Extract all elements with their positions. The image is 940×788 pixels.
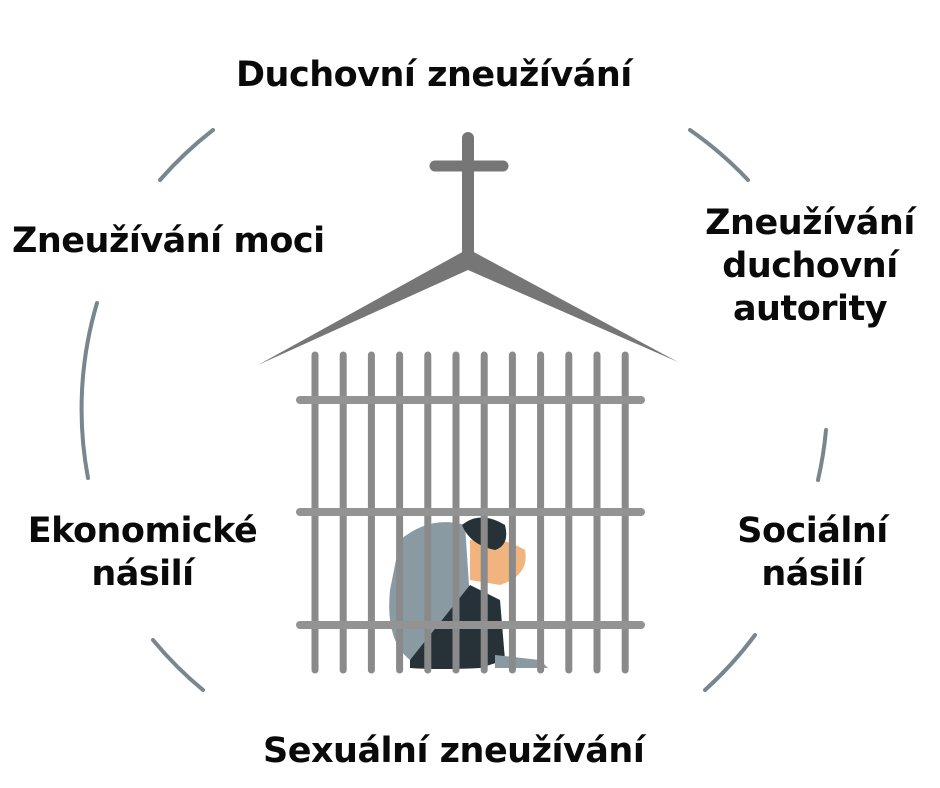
- arc-right: [816, 428, 828, 482]
- arc-top-right: [688, 128, 750, 182]
- label-line: Ekonomické: [27, 511, 258, 551]
- ring-arcs: [79, 128, 828, 692]
- arc-left: [79, 301, 99, 480]
- label-line: autority: [732, 289, 888, 329]
- label-line: násilí: [91, 554, 194, 594]
- cage-bars: [296, 351, 645, 674]
- label-line: Zneužívání: [705, 203, 915, 243]
- arc-bottom-right: [703, 633, 757, 692]
- label-line: násilí: [761, 554, 864, 594]
- label-social-violence: Sociální násilí: [700, 510, 925, 596]
- label-abuse-of-spiritual-authority: Zneužívání duchovní autority: [690, 202, 930, 331]
- arc-top-left: [158, 128, 215, 182]
- label-line: Sociální: [737, 511, 888, 551]
- church-cross-icon: [429, 132, 509, 258]
- arc-bottom-left: [151, 638, 205, 692]
- label-sexual-abuse: Sexuální zneužívání: [263, 731, 645, 771]
- label-abuse-of-power: Zneužívání moci: [12, 221, 325, 261]
- label-line: duchovní: [722, 246, 898, 286]
- label-spiritual-abuse: Duchovní zneužívání: [236, 55, 632, 95]
- church-roof: [258, 250, 678, 365]
- person-figure: [389, 517, 548, 669]
- label-economic-violence: Ekonomické násilí: [10, 510, 275, 596]
